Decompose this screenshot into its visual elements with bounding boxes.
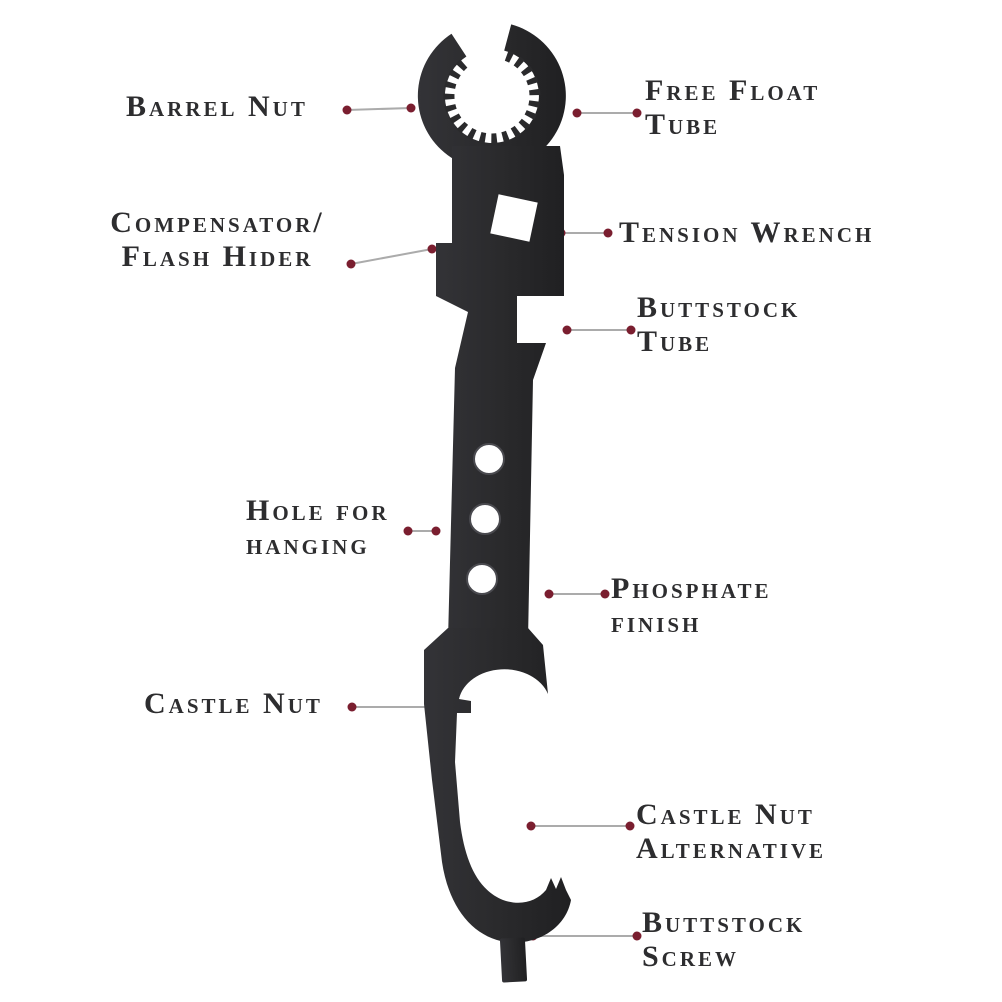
label-text: finish	[611, 606, 702, 639]
buttstock-screw-bit	[499, 937, 528, 983]
label-castle-nut-alternative: Castle Nut Alternative	[636, 798, 826, 866]
label-text: Phosphate	[611, 572, 772, 605]
leader-dot	[632, 931, 642, 941]
leader-dot	[632, 108, 642, 118]
label-text: Flash Hider	[121, 240, 314, 273]
leader-dots	[342, 103, 642, 941]
barrel-nut-wrench-head	[417, 24, 566, 170]
leader-dot	[427, 244, 437, 254]
tension-wrench-drive-hole	[490, 194, 538, 242]
leader-dot	[526, 821, 536, 831]
leader-dot	[600, 589, 610, 599]
leader-dot	[562, 325, 572, 335]
label-barrel-nut: Barrel Nut	[126, 90, 308, 124]
label-phosphate-finish: Phosphate finish	[611, 572, 771, 640]
leader-dot	[572, 108, 582, 118]
label-text: Hole for	[246, 494, 390, 527]
label-text: Barrel Nut	[126, 90, 308, 123]
leader-dot	[406, 103, 416, 113]
label-text: Tension Wrench	[619, 216, 875, 249]
label-hole-for-hanging: Hole for hanging	[246, 494, 390, 562]
leader-dot	[625, 821, 635, 831]
leader-line-compensator	[350, 248, 433, 265]
leader-dot	[626, 325, 636, 335]
leader-dot	[431, 526, 441, 536]
label-text: Castle Nut	[144, 687, 323, 720]
label-text: Buttstock	[642, 906, 806, 939]
leader-lines	[346, 107, 637, 937]
leader-dot	[544, 589, 554, 599]
label-text: Compensator/	[110, 206, 325, 239]
armorer-wrench	[417, 24, 571, 983]
label-text: Castle Nut	[636, 798, 815, 831]
label-buttstock-tube: Buttstock Tube	[637, 291, 800, 359]
label-text: Free Float	[645, 74, 821, 107]
label-tension-wrench: Tension Wrench	[619, 216, 874, 250]
label-compensator-flash-hider: Compensator/ Flash Hider	[95, 206, 340, 274]
hanging-hole	[466, 563, 498, 595]
label-text: hanging	[246, 528, 370, 561]
label-text: Tube	[637, 325, 713, 358]
label-text: Tube	[645, 108, 721, 141]
hanging-hole	[473, 443, 505, 475]
label-free-float-tube: Free Float Tube	[645, 74, 820, 142]
leader-dot	[603, 228, 613, 238]
leader-dot	[347, 702, 357, 712]
label-text: Screw	[642, 940, 740, 973]
castle-nut-wrench-and-hook	[424, 628, 571, 943]
leader-dot	[346, 259, 356, 269]
hanging-hole	[469, 503, 501, 535]
label-text: Alternative	[636, 832, 827, 865]
barrel-nut-wrench-teeth	[443, 50, 541, 145]
leader-dot	[342, 105, 352, 115]
label-castle-nut: Castle Nut	[144, 687, 323, 721]
leader-line-barrel-nut	[346, 107, 412, 111]
leader-dot	[403, 526, 413, 536]
label-text: Buttstock	[637, 291, 801, 324]
upper-body	[436, 146, 564, 640]
label-buttstock-screw: Buttstock Screw	[642, 906, 805, 974]
